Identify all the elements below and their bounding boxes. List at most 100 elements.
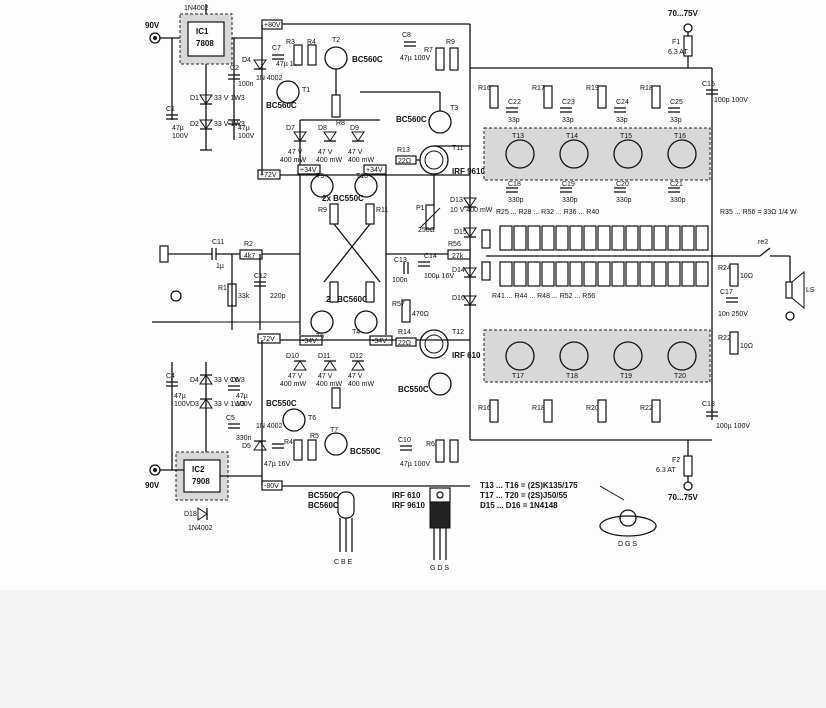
svg-text:C4: C4 <box>166 373 175 380</box>
svg-text:1µ: 1µ <box>216 263 224 270</box>
svg-text:D4: D4 <box>190 377 199 384</box>
svg-text:F1: F1 <box>672 39 680 46</box>
svg-text:R56: R56 <box>448 241 461 248</box>
rail-minus-72v: -72V <box>260 336 275 343</box>
svg-text:IRF 9610: IRF 9610 <box>452 167 485 176</box>
svg-text:100n: 100n <box>238 81 254 88</box>
svg-text:6.3 AT: 6.3 AT <box>656 467 676 474</box>
svg-text:R2: R2 <box>244 241 253 248</box>
svg-text:250Ω: 250Ω <box>418 227 435 234</box>
svg-text:R22: R22 <box>718 335 731 342</box>
svg-text:C18: C18 <box>508 181 521 188</box>
transistor-t5 <box>354 310 378 334</box>
transistor-t9 <box>310 174 334 198</box>
rail-minus-80v: -80V <box>264 483 279 490</box>
svg-text:T9: T9 <box>316 173 324 180</box>
svg-text:BC560C: BC560C <box>396 115 427 124</box>
svg-text:R17: R17 <box>532 85 545 92</box>
svg-text:400 mW: 400 mW <box>348 381 374 388</box>
svg-text:100V: 100V <box>174 401 191 408</box>
rail-plus-34v-left: +34V <box>300 167 317 174</box>
svg-text:T12: T12 <box>452 329 464 336</box>
transistor-t7 <box>324 432 348 456</box>
svg-text:R3: R3 <box>286 39 295 46</box>
svg-text:D4: D4 <box>242 57 251 64</box>
svg-text:470Ω: 470Ω <box>412 311 429 318</box>
svg-text:33k: 33k <box>238 293 250 300</box>
top-mosfet-heatsink <box>483 127 711 181</box>
rail-plus-72v: +72V <box>260 172 277 179</box>
fuse-f2 <box>683 455 693 477</box>
svg-text:330p: 330p <box>616 197 632 204</box>
svg-text:33p: 33p <box>562 117 574 124</box>
bottom-mosfet-heatsink <box>483 329 711 383</box>
mosfet-t13 <box>505 139 535 169</box>
svg-text:C10: C10 <box>398 437 411 444</box>
svg-text:R4: R4 <box>307 39 316 46</box>
svg-text:R24: R24 <box>718 265 731 272</box>
svg-text:330p: 330p <box>670 197 686 204</box>
to3-package <box>599 515 657 537</box>
svg-text:T19: T19 <box>620 373 632 380</box>
svg-text:33p: 33p <box>616 117 628 124</box>
svg-text:100V: 100V <box>236 401 253 408</box>
input-voltage-top: 90V <box>145 21 160 30</box>
svg-text:R18: R18 <box>640 85 653 92</box>
svg-text:T14: T14 <box>566 133 578 140</box>
rail-minus-34v-left: -34V <box>302 338 317 345</box>
output-stage: 70...75V F1 6.3 AT C15 100p 100V R16 R17… <box>470 9 797 502</box>
legend-line-2: T17 ... T20 = (2S)J50/55 <box>480 491 568 500</box>
svg-text:D G S: D G S <box>618 541 637 548</box>
svg-text:P1: P1 <box>416 205 425 212</box>
svg-text:7808: 7808 <box>196 39 214 48</box>
mosfet-t17 <box>505 341 535 371</box>
svg-text:R18: R18 <box>532 405 545 412</box>
bias-feedback: P1 250Ω R56 27k C13 100n C14 100µ 16V R5… <box>386 197 493 323</box>
svg-text:47µ 100V: 47µ 100V <box>400 461 430 468</box>
svg-text:C18: C18 <box>702 401 715 408</box>
svg-text:C24: C24 <box>616 99 629 106</box>
output-voltage-bottom: 70...75V <box>668 493 698 502</box>
mosfet-t19 <box>613 341 643 371</box>
mosfet-t14 <box>559 139 589 169</box>
svg-text:R35 ... R56 = 33Ω 1/4 W: R35 ... R56 = 33Ω 1/4 W <box>720 209 797 216</box>
svg-text:6.3 AT: 6.3 AT <box>668 49 688 56</box>
svg-text:R16: R16 <box>478 405 491 412</box>
svg-text:R7: R7 <box>424 47 433 54</box>
svg-text:D8: D8 <box>318 125 327 132</box>
svg-text:100V: 100V <box>172 133 189 140</box>
svg-text:47µ: 47µ <box>238 125 250 132</box>
top-driver-stage: D4 1N 4002 C7 47µ 16V R3 R4 T1 BC560C T2… <box>242 24 485 440</box>
svg-text:C6: C6 <box>230 377 239 384</box>
svg-text:4k7: 4k7 <box>244 253 255 260</box>
svg-text:R6: R6 <box>426 441 435 448</box>
transistor-t10 <box>354 174 378 198</box>
mosfet-t11 <box>419 145 449 175</box>
input-voltage-bottom: 90V <box>145 481 160 490</box>
svg-text:C8: C8 <box>402 32 411 39</box>
transistor-t6 <box>282 408 306 432</box>
svg-text:C25: C25 <box>670 99 683 106</box>
svg-text:2x BC550C: 2x BC550C <box>322 194 364 203</box>
svg-text:R41 ... R44 ... R48 ... R52 ..: R41 ... R44 ... R48 ... R52 ... R56 <box>492 293 595 300</box>
svg-text:D13: D13 <box>450 197 463 204</box>
mosfet-t20 <box>667 341 697 371</box>
pos-regulator-section: 90V IC1 7808 1N4002 C1 47µ 100V 33 V 1W3… <box>145 4 262 151</box>
svg-text:T10: T10 <box>356 173 368 180</box>
svg-text:C5: C5 <box>226 415 235 422</box>
svg-text:100V: 100V <box>238 133 255 140</box>
svg-text:BC560C: BC560C <box>308 501 339 510</box>
svg-text:T15: T15 <box>620 133 632 140</box>
svg-text:T1: T1 <box>302 87 310 94</box>
svg-text:47 V: 47 V <box>318 373 333 380</box>
irf-mosfet-pinout: IRF 610 IRF 9610 G D S <box>392 487 451 572</box>
svg-text:R20: R20 <box>586 405 599 412</box>
svg-text:D12: D12 <box>350 353 363 360</box>
svg-text:T6: T6 <box>308 415 316 422</box>
svg-text:100µ 100V: 100µ 100V <box>716 423 750 430</box>
svg-text:D16: D16 <box>452 295 465 302</box>
svg-text:47 V: 47 V <box>288 373 303 380</box>
transistor-t4 <box>310 310 334 334</box>
svg-text:R9: R9 <box>446 39 455 46</box>
